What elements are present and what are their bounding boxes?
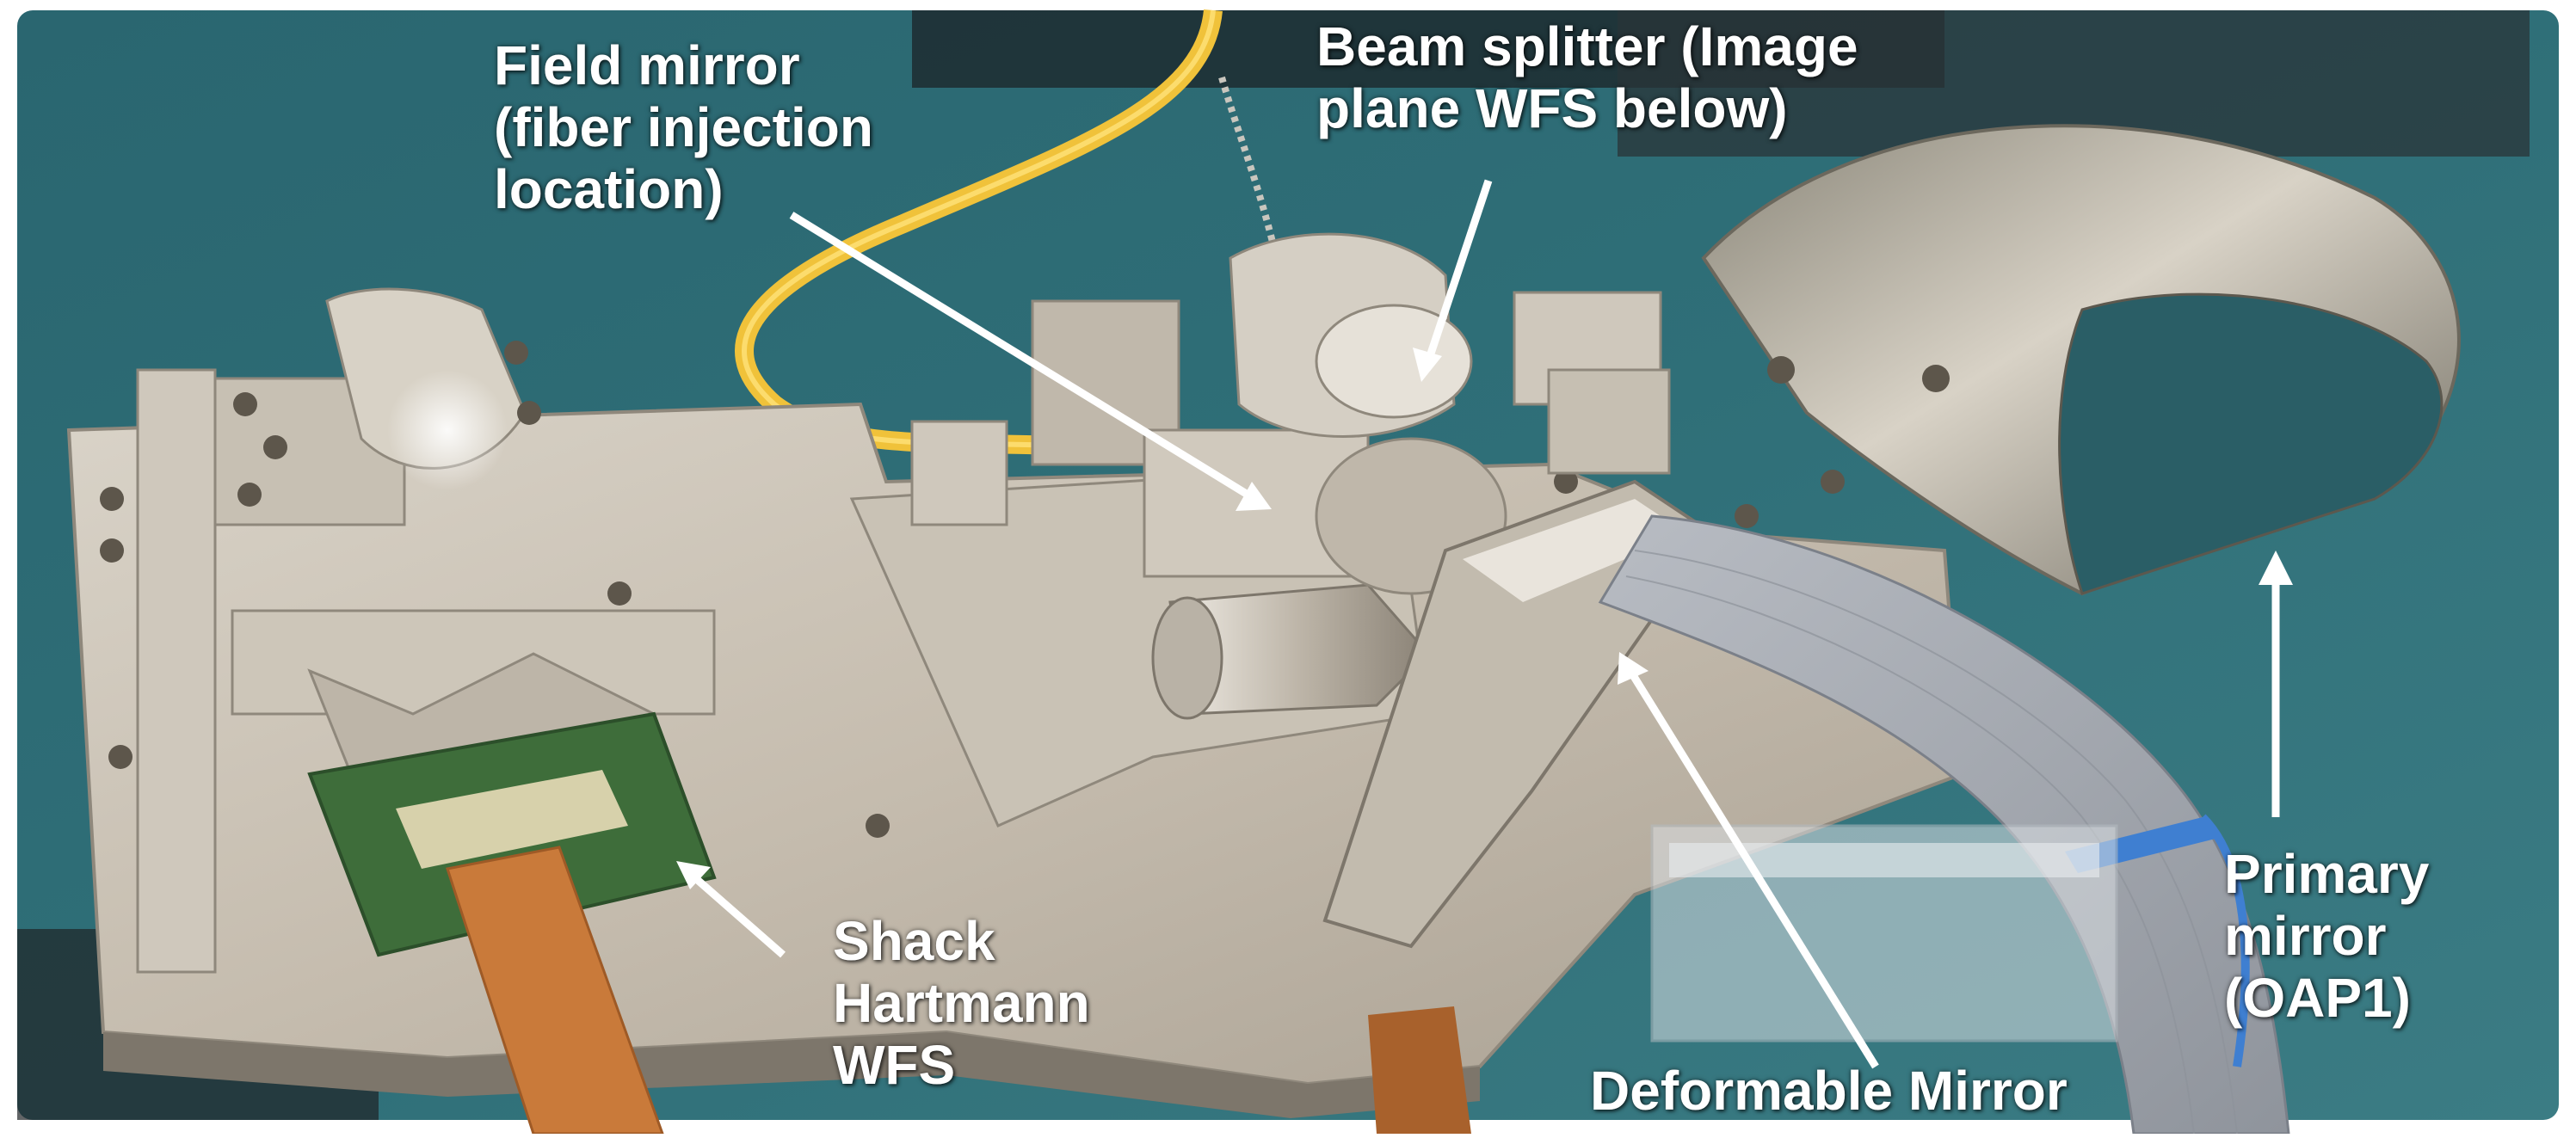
- label-field-mirror: Field mirror (fiber injection location): [494, 34, 873, 220]
- label-beam-splitter: Beam splitter (Image plane WFS below): [1316, 15, 1858, 139]
- annotation-arrows: [676, 179, 2293, 1069]
- label-shack-hartmann-wfs: Shack Hartmann WFS: [833, 910, 1090, 1096]
- label-primary-mirror: Primary mirror (OAP1): [2224, 843, 2430, 1029]
- label-deformable-mirror: Deformable Mirror: [1590, 1060, 2068, 1122]
